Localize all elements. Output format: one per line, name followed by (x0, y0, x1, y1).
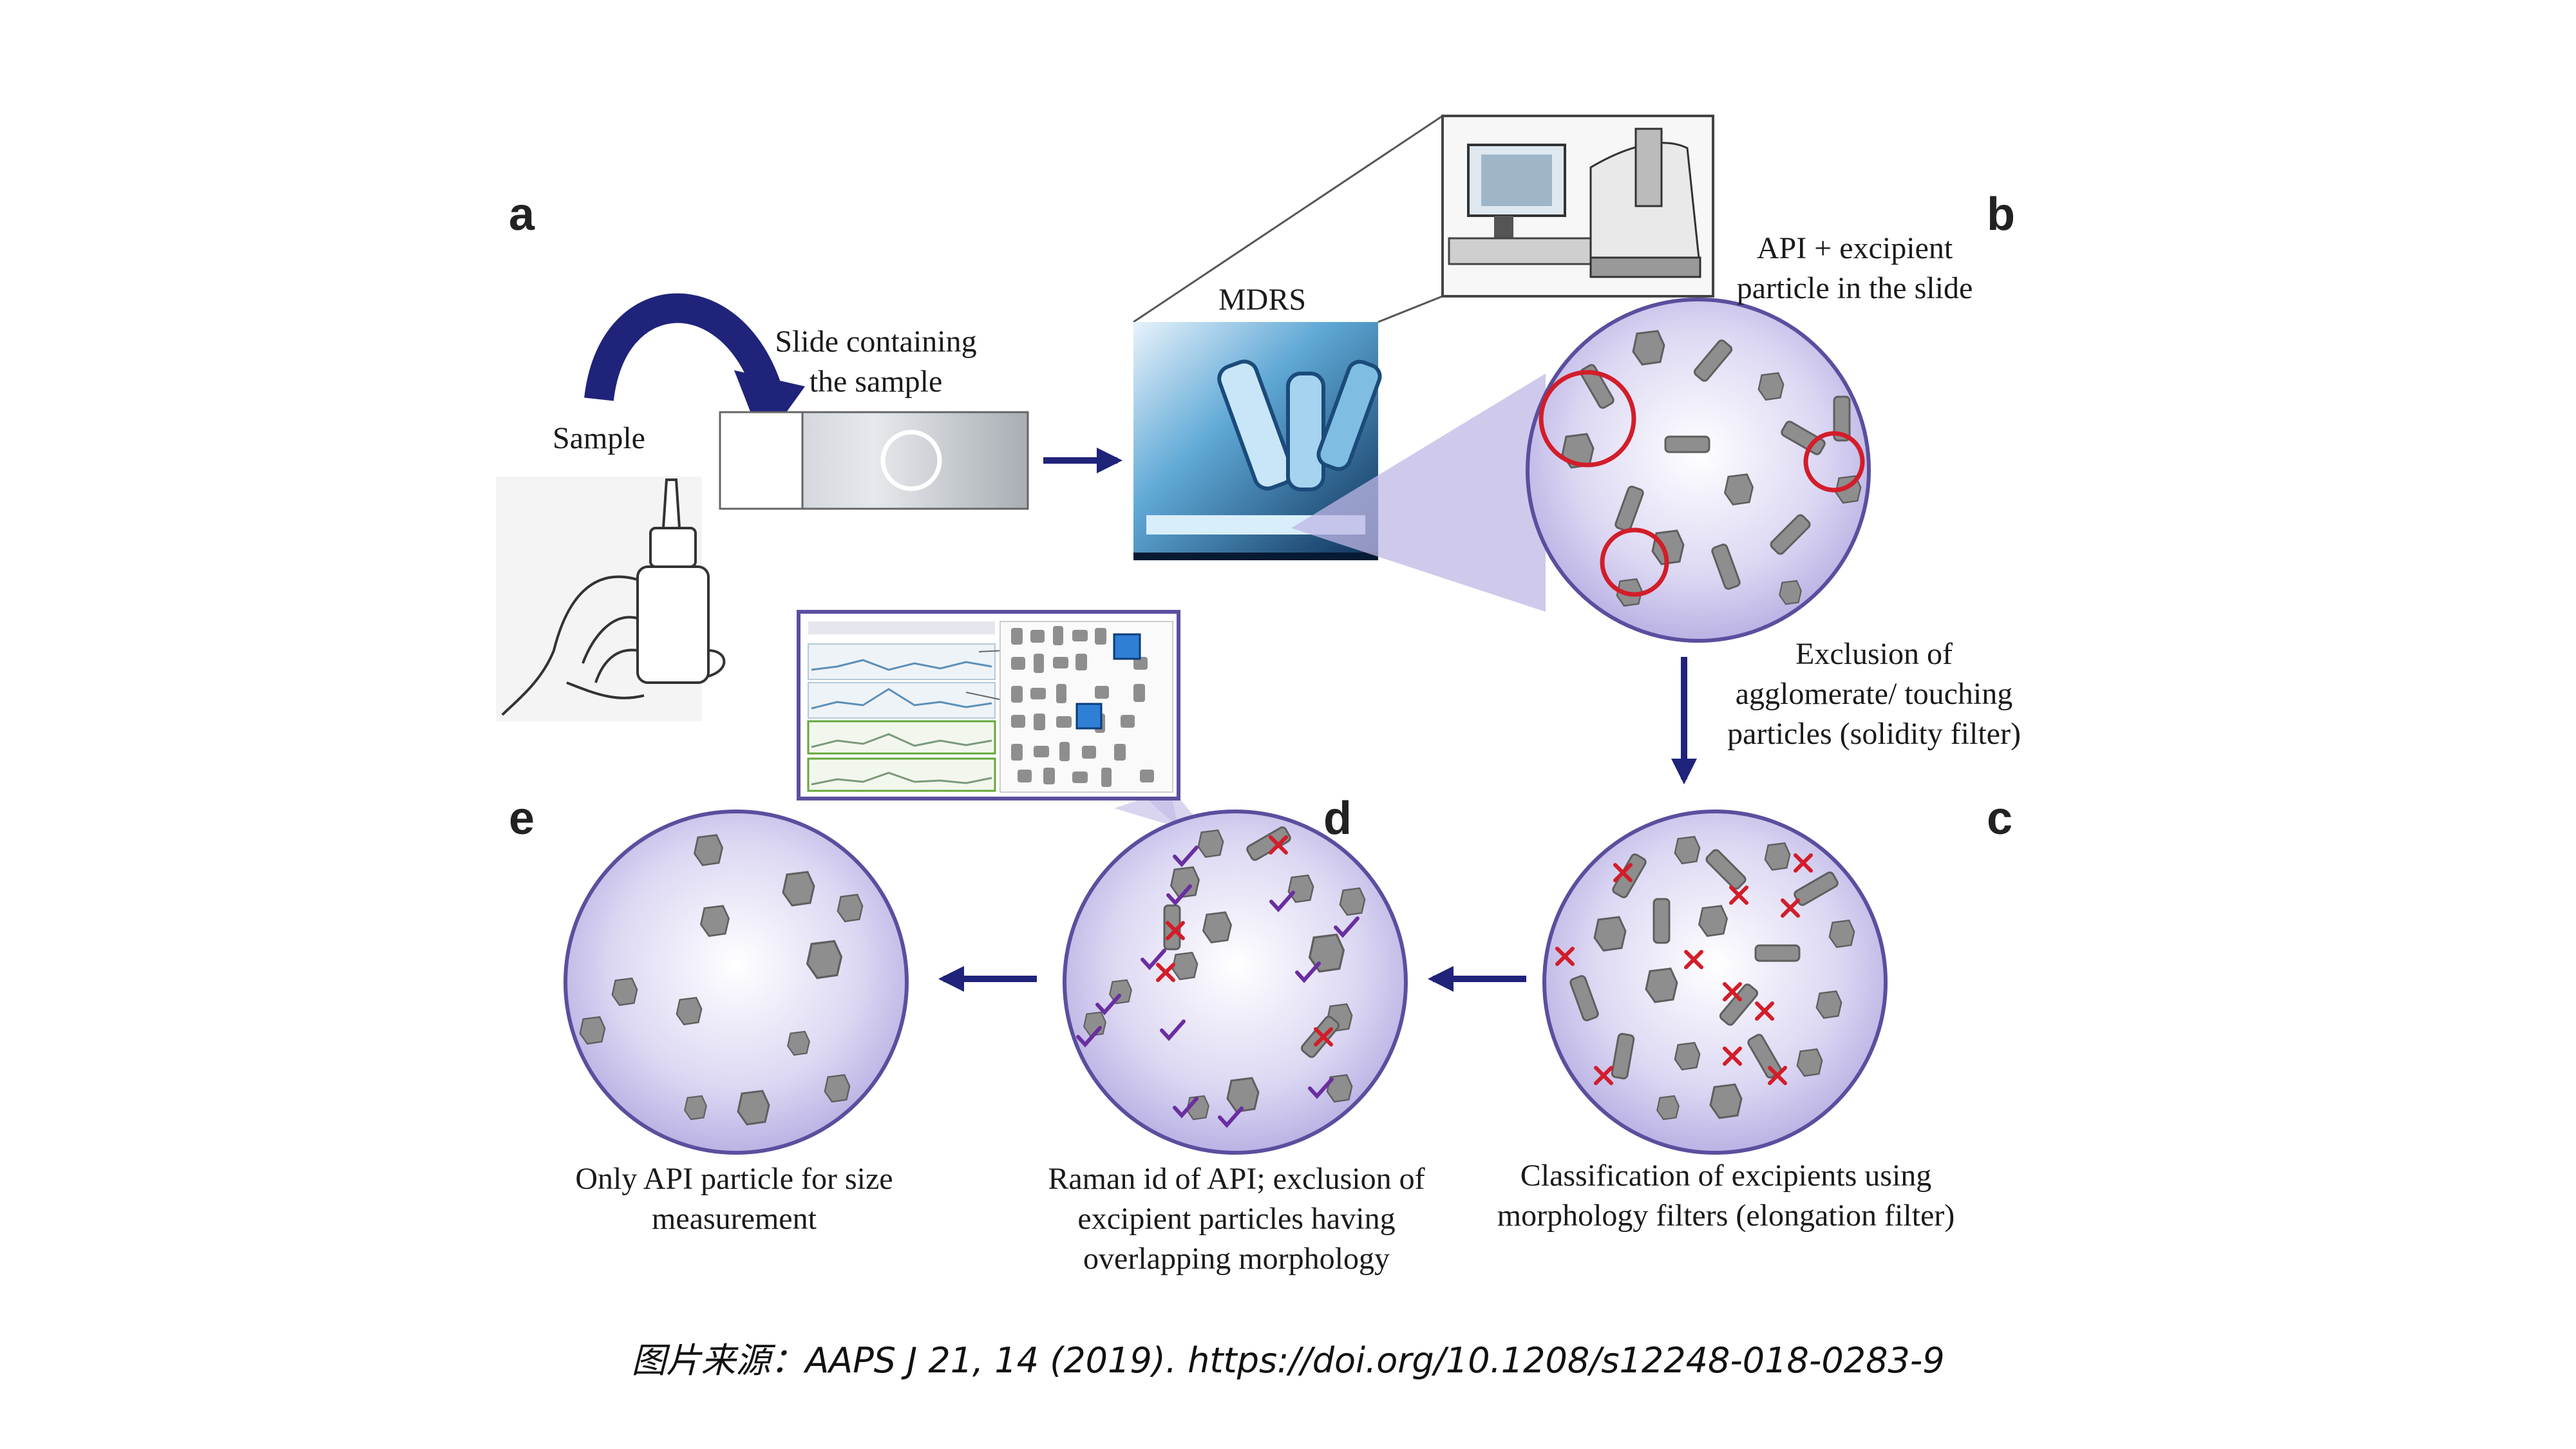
hand-bottle-icon (496, 477, 726, 721)
panel-letter-a: a (509, 189, 535, 240)
sample-slide-icon (719, 411, 1029, 510)
panel-letter-e: e (509, 793, 535, 844)
curved-arrow-icon (584, 293, 781, 401)
label-exclusion-solidity: Exclusion of agglomerate/ touching parti… (1727, 637, 2021, 751)
label-sample: Sample (553, 421, 645, 455)
circle-c (1542, 810, 1888, 1155)
label-raman: Raman id of API; exclusion of excipient … (1048, 1162, 1425, 1276)
raman-spectra-inset (797, 610, 1211, 837)
panel-letter-d: d (1323, 793, 1352, 844)
circle-b (1526, 298, 1871, 643)
panel-letter-b: b (1987, 189, 2015, 240)
circle-e (564, 810, 909, 1155)
label-slide: Slide containing the sample (775, 325, 977, 399)
label-only-api: Only API particle for size measurement (575, 1162, 893, 1236)
label-mdrs: MDRS (1218, 283, 1307, 317)
panel-letter-c: c (1987, 793, 2013, 844)
label-api-excipient: API + excipient particle in the slide (1736, 231, 1973, 305)
image-source-caption: 图片来源：AAPS J 21, 14 (2019). https://doi.o… (631, 1340, 1945, 1381)
view-beam (1291, 374, 1546, 612)
label-classification: Classification of excipients using morph… (1497, 1159, 1955, 1233)
circle-d (1063, 810, 1408, 1155)
curved-arrow-head-icon (734, 370, 805, 444)
instrument-photo (1133, 115, 1714, 323)
